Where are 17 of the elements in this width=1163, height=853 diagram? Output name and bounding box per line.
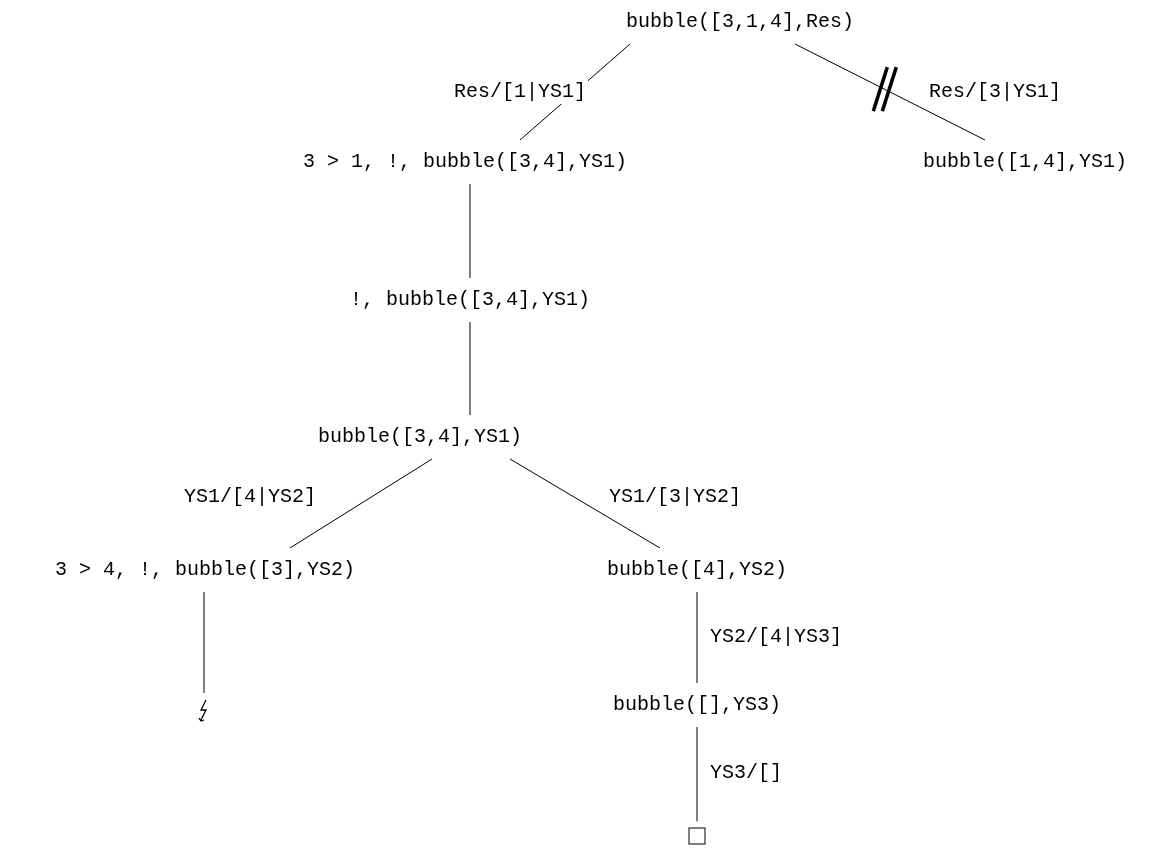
tree-branch-line bbox=[203, 591, 205, 694]
tree-branch-line bbox=[469, 183, 471, 279]
goal-text: bubble([1,4],YS1) bbox=[923, 150, 1127, 174]
tree-branch-line bbox=[696, 591, 698, 684]
goal-text: 3 > 1, !, bubble([3,4],YS1) bbox=[302, 150, 628, 174]
goal-text: bubble([3,4],YS1) bbox=[318, 425, 522, 449]
goal-text: !, bubble([3,4],YS1) bbox=[350, 288, 590, 312]
edge-label: Res/[1|YS1] bbox=[452, 80, 588, 104]
tree-branch-line bbox=[469, 321, 471, 416]
goal-text: bubble([4],YS2) bbox=[607, 558, 787, 582]
tree-branch-line bbox=[289, 458, 433, 549]
goal-text: bubble([],YS3) bbox=[613, 693, 781, 717]
goal-text: bubble([3,1,4],Res) bbox=[626, 10, 854, 34]
tree-branch-line bbox=[696, 726, 698, 822]
tree-branch-line bbox=[509, 458, 661, 549]
tree-branch-line bbox=[794, 43, 986, 141]
goal-text: 3 > 4, !, bubble([3],YS2) bbox=[54, 558, 356, 582]
